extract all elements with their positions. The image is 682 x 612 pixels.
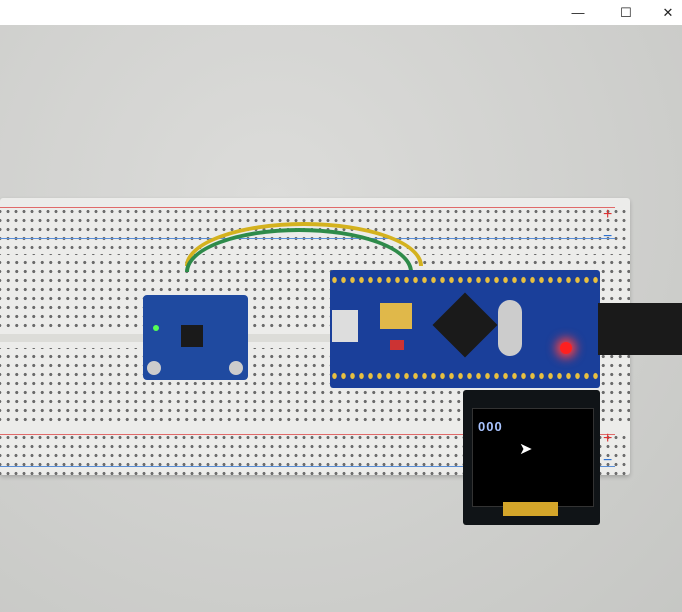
maximize-button[interactable]: ☐ — [604, 0, 648, 25]
minus-label: − — [603, 228, 613, 245]
reset-button[interactable] — [390, 340, 404, 350]
power-led — [560, 342, 572, 354]
mpu6050-sensor-module — [143, 295, 248, 380]
mouse-cursor-icon: ➤ — [519, 441, 533, 458]
stm32-blue-pill-board — [330, 270, 600, 388]
minimize-button[interactable]: — — [556, 0, 600, 25]
center-channel — [0, 334, 630, 342]
plus-label: + — [603, 206, 613, 223]
oled-screen: 000 ➤ — [472, 408, 594, 507]
oled-display-module: 000 ➤ — [463, 390, 600, 525]
maximize-icon: ☐ — [620, 4, 632, 20]
boot-jumper — [380, 303, 412, 329]
sensor-chip — [181, 325, 203, 347]
rail-line-blue — [0, 466, 615, 467]
rail-line-red — [0, 207, 615, 208]
ribbon-connector — [503, 502, 558, 516]
rail-line-red — [0, 434, 615, 435]
close-icon: ✕ — [662, 4, 674, 20]
microcontroller-chip — [432, 292, 498, 358]
crystal — [498, 300, 522, 356]
power-led — [153, 325, 159, 331]
title-bar: — ☐ ✕ — [0, 0, 682, 25]
mount-hole — [147, 361, 161, 375]
oled-text: 000 — [478, 419, 503, 434]
close-button[interactable]: ✕ — [646, 0, 682, 25]
header-pins-bottom — [330, 370, 600, 382]
st-link-cable-connector — [598, 303, 682, 355]
minus-label: − — [603, 452, 613, 469]
minimize-icon: — — [571, 5, 585, 20]
plus-label: + — [603, 430, 613, 447]
usb-port — [332, 310, 358, 342]
header-pins-top — [330, 274, 600, 286]
mount-hole — [229, 361, 243, 375]
